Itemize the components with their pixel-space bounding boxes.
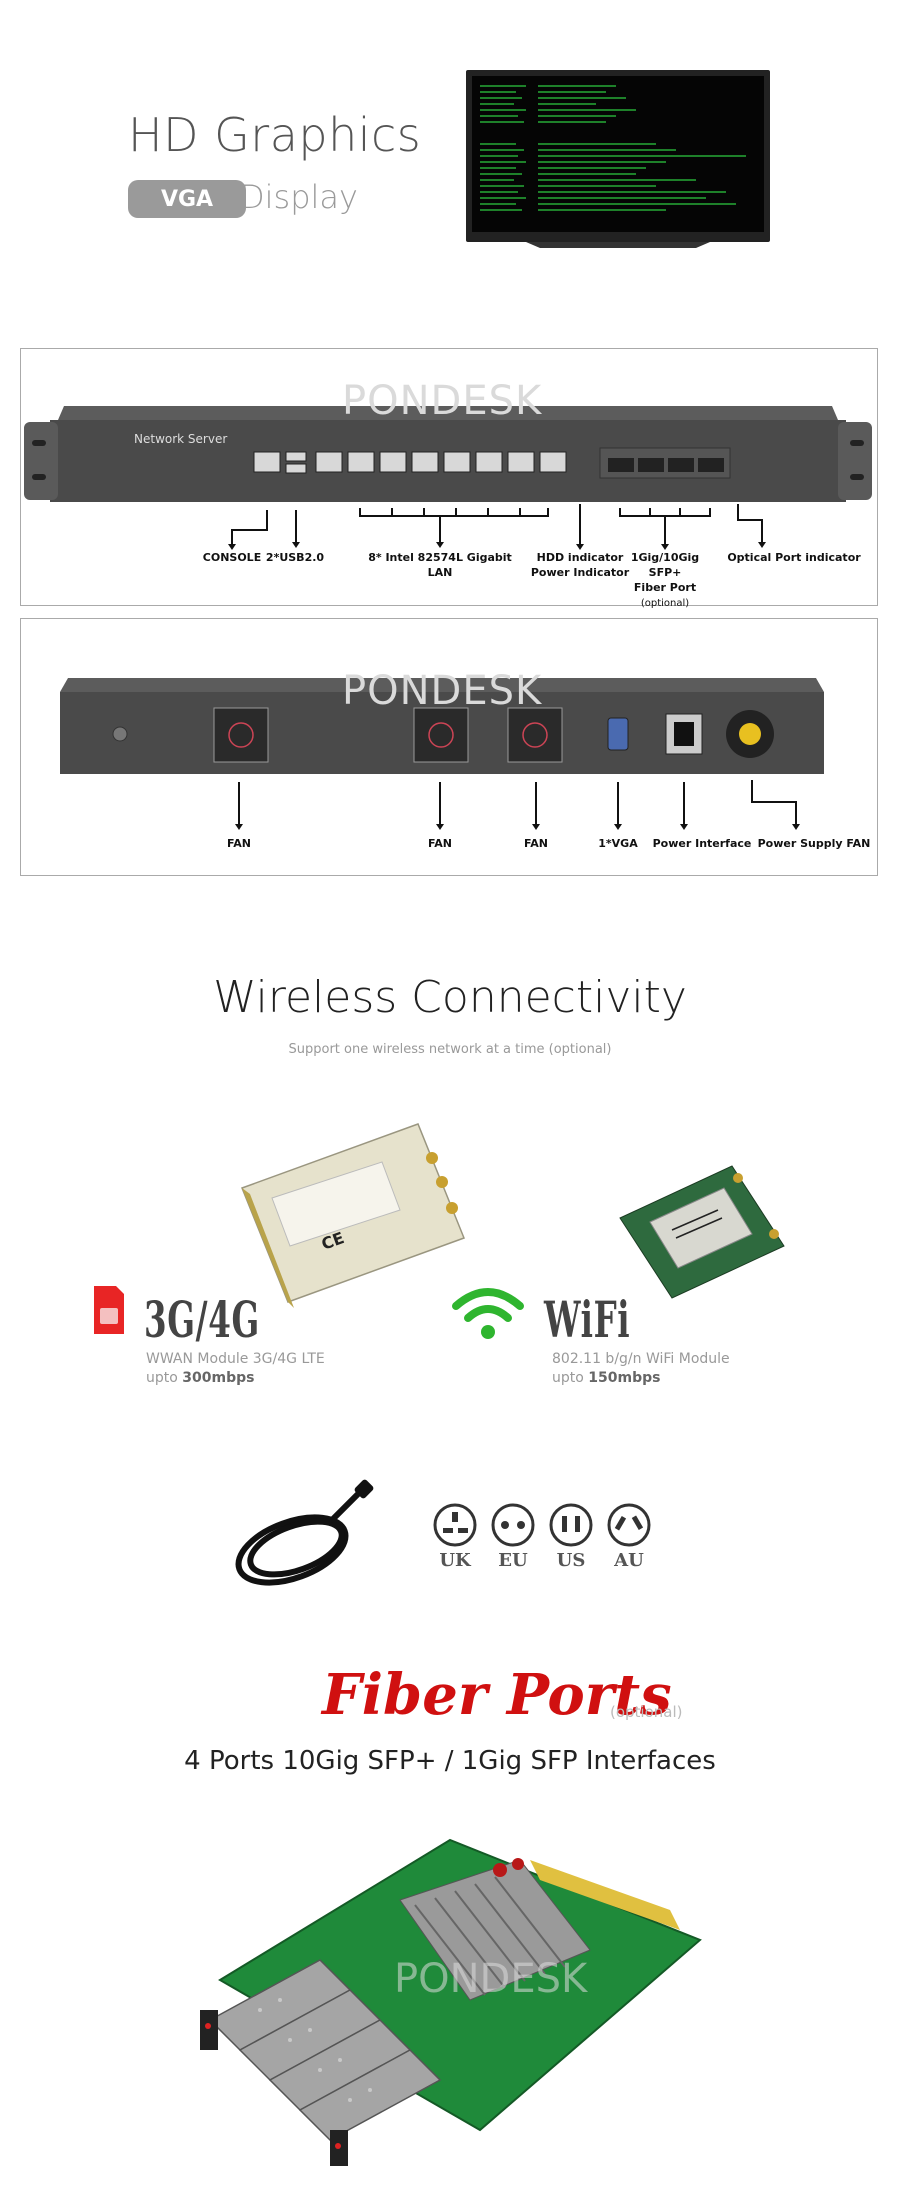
lte-title: 3G/4G	[144, 1290, 260, 1349]
vga-badge: VGA	[128, 180, 246, 218]
console-label: CONSOLE	[202, 551, 262, 564]
rear-panel-diagram	[60, 678, 824, 830]
hd-graphics-title: HD Graphics	[128, 108, 422, 162]
wifi-description: 802.11 b/g/n WiFi Module upto 150mbps	[552, 1351, 730, 1386]
plug-label-eu: EU	[498, 1550, 528, 1571]
power-cable-image	[235, 1479, 374, 1586]
fiber-ports-subtitle: 4 Ports 10Gig SFP+ / 1Gig SFP Interfaces	[184, 1746, 716, 1776]
wifi-card-image	[619, 1165, 785, 1299]
sfp-port-label: 1Gig/10Gig SFP+Fiber Port(optional)	[630, 551, 700, 609]
wireless-subtitle: Support one wireless network at a time (…	[288, 1042, 612, 1057]
plug-us-icon	[549, 1503, 593, 1547]
sim-card-icon	[94, 1286, 124, 1334]
psu-fan-label: Power Supply FAN	[757, 837, 871, 850]
fan-label-2: FAN	[428, 837, 452, 850]
fiber-ports-title: Fiber Ports	[322, 1662, 672, 1728]
plug-label-uk: UK	[439, 1550, 471, 1571]
fan-label-3: FAN	[524, 837, 548, 850]
plug-label-au: AU	[614, 1550, 644, 1571]
plug-eu-icon	[491, 1503, 535, 1547]
plug-uk-icon	[433, 1503, 477, 1547]
chassis-label: Network Server	[134, 432, 228, 446]
front-panel-diagram	[24, 406, 872, 550]
watermark-fiber: PONDESK	[394, 1956, 588, 2002]
plug-label-us: US	[556, 1550, 586, 1571]
lte-card-image: CE	[241, 1123, 465, 1308]
fiber-card-image	[200, 1838, 702, 2166]
plug-au-icon	[607, 1503, 651, 1547]
lte-description: WWAN Module 3G/4G LTE upto 300mbps	[146, 1351, 325, 1386]
fiber-optional-label: (optional)	[610, 1703, 683, 1721]
optical-indicator-label: Optical Port indicator	[727, 551, 861, 564]
wifi-icon	[452, 1288, 524, 1339]
wireless-title: Wireless Connectivity	[213, 972, 687, 1023]
watermark-rear: PONDESK	[342, 668, 543, 714]
usb-label: 2*USB2.0	[265, 551, 325, 564]
vga-port-label: 1*VGA	[598, 837, 638, 850]
watermark-front: PONDESK	[342, 378, 543, 424]
power-interface-label: Power Interface	[652, 837, 752, 850]
fan-label-1: FAN	[227, 837, 251, 850]
lan-label: 8* Intel 82574L Gigabit LAN	[368, 551, 512, 579]
display-label: Display	[240, 178, 358, 216]
wifi-title: WiFi	[544, 1290, 631, 1349]
monitor-image	[466, 70, 770, 248]
